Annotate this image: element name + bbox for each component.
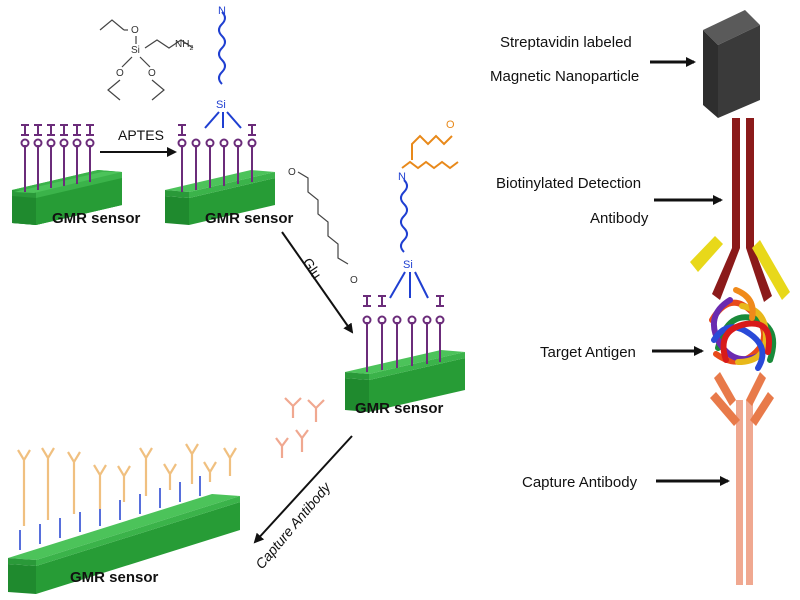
aptes-label: APTES xyxy=(118,127,164,143)
glu-step: Glu xyxy=(281,231,354,334)
sensor-2-linkers xyxy=(177,124,257,192)
aptes-bound-2 xyxy=(389,179,429,299)
sensor-3: GMR sensor N Si xyxy=(345,119,465,417)
aldehyde-chain xyxy=(401,134,459,170)
aptes-bound-2-n: N xyxy=(398,171,406,183)
glu-label: Glu xyxy=(300,255,325,282)
capture-arrow xyxy=(253,435,353,544)
aldehyde-o: O xyxy=(446,119,455,131)
sensor-4-capture-antibodies xyxy=(17,443,237,526)
capture-antibody-right xyxy=(710,372,774,585)
label-capture-antibody: Capture Antibody xyxy=(522,474,730,491)
sensor-3-linkers xyxy=(362,295,445,372)
free-capture-antibodies xyxy=(275,397,325,458)
aptes-si: Si xyxy=(131,45,140,56)
sensor-4-linkers xyxy=(19,476,201,550)
capture-label: Capture Antibody xyxy=(252,478,334,572)
sensor-1-linkers xyxy=(20,124,95,192)
antigen-label: Target Antigen xyxy=(540,344,636,361)
glu-arrow xyxy=(281,231,354,334)
label-antigen: Target Antigen xyxy=(540,344,704,361)
target-antigen xyxy=(709,287,776,371)
capture-antibody-label: Capture Antibody xyxy=(522,474,638,491)
glutaraldehyde-structure: O O xyxy=(288,167,358,286)
sensor-4-label: GMR sensor xyxy=(70,569,159,586)
sensor-3-label: GMR sensor xyxy=(355,400,444,417)
aptes-o-right: O xyxy=(148,68,156,79)
aptes-o-top: O xyxy=(131,25,139,36)
sensor-4: GMR sensor xyxy=(8,443,240,594)
aptes-o-left: O xyxy=(116,68,124,79)
aptes-bound-1-n: N xyxy=(218,5,226,17)
aptes-nh2: NH2 xyxy=(175,39,193,52)
aptes-structure: O Si NH2 O O xyxy=(99,19,193,101)
aptes-bound-1 xyxy=(204,11,242,129)
glu-o-top: O xyxy=(288,167,296,178)
capture-step: Capture Antibody xyxy=(252,435,353,572)
label-detection: Biotinylated Detection Antibody xyxy=(496,175,723,227)
sensor-2-label: GMR sensor xyxy=(205,210,294,227)
aptes-step: APTES xyxy=(100,127,177,157)
label-nanoparticle: Streptavidin labeled Magnetic Nanopartic… xyxy=(490,34,696,85)
nanoparticle-cube xyxy=(703,10,760,118)
glu-o-bottom: O xyxy=(350,275,358,286)
aptes-bound-1-si: Si xyxy=(216,99,226,111)
detection-label-line1: Biotinylated Detection xyxy=(496,175,641,192)
aptes-bound-2-si: Si xyxy=(403,259,413,271)
sensor-2: GMR sensor N Si xyxy=(165,5,294,227)
nanoparticle-label-line1: Streptavidin labeled xyxy=(500,34,632,51)
sensor-1-label: GMR sensor xyxy=(52,210,141,227)
sensor-1: GMR sensor xyxy=(12,124,141,227)
yellow-rods xyxy=(690,236,790,300)
detection-label-line2: Antibody xyxy=(590,210,649,227)
nanoparticle-label-line2: Magnetic Nanoparticle xyxy=(490,68,639,85)
detection-antibody xyxy=(712,118,772,302)
